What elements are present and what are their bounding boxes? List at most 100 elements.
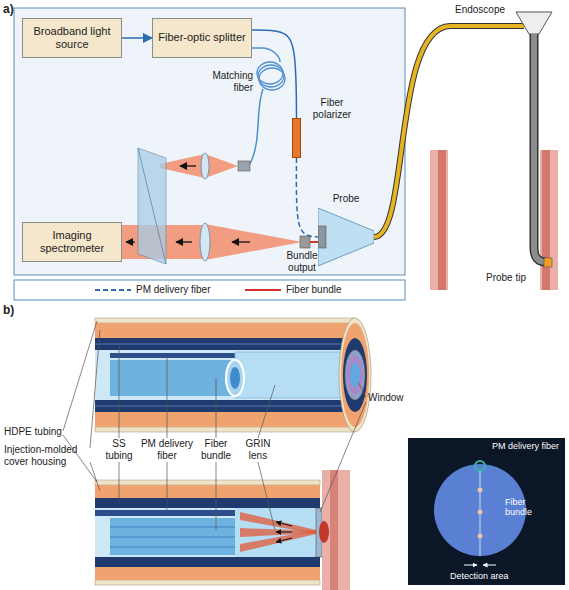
- leader-line: [258, 385, 275, 438]
- leader-line: [90, 330, 100, 448]
- tissue-layer: [438, 150, 446, 290]
- light-beam: [205, 154, 238, 178]
- part-label: Window: [368, 392, 404, 404]
- leader-line: [90, 462, 100, 491]
- legend-label: Fiber bundle: [286, 284, 342, 295]
- part-label: HDPE tubing: [4, 426, 62, 438]
- photo-label: PM delivery fiber: [492, 441, 562, 451]
- probe-cable: [374, 26, 524, 237]
- spectrometer-box: Imaging spectrometer: [22, 222, 122, 262]
- probe-housing: Probe: [318, 208, 374, 266]
- ray-arrow: [276, 522, 292, 526]
- dimension-arrow: [464, 565, 477, 566]
- bundle-connector: [300, 236, 310, 248]
- window-ring: [347, 356, 363, 394]
- ss-stripe: [95, 344, 355, 345]
- photo-label: Detection area: [450, 571, 509, 581]
- fiber-coil: [259, 68, 285, 90]
- probe-body: [318, 208, 374, 266]
- tube-end: [341, 323, 369, 427]
- panel-letter: a): [3, 3, 14, 17]
- leader-line: [119, 344, 120, 438]
- ray-arrow: [276, 538, 292, 542]
- fiber-connector: [238, 161, 250, 171]
- beam-arrow: [232, 241, 250, 242]
- leader-line: [320, 402, 366, 512]
- grin-lens: [235, 508, 316, 557]
- bundle-face: [226, 360, 244, 396]
- ss-tubing: [95, 498, 320, 508]
- probe-shape: [318, 208, 374, 266]
- panel-frame: [14, 8, 405, 275]
- detection-dot: [478, 488, 483, 493]
- legend-sample: [95, 284, 131, 296]
- tissue-wall: [540, 150, 558, 290]
- leader-line: [216, 462, 217, 530]
- cover-housing: [95, 485, 320, 498]
- node-label: Broadband light source: [26, 25, 118, 51]
- probe-connector: [318, 226, 326, 248]
- grin-lens: [235, 352, 355, 398]
- light-source-box: Broadband light source: [22, 18, 122, 58]
- beam-splitter-face: [138, 148, 166, 264]
- tube-end: [343, 338, 367, 412]
- tissue-layer: [542, 150, 550, 290]
- part-label: Fiber bundle: [196, 438, 236, 461]
- leader-line: [258, 462, 275, 530]
- lens: [200, 223, 210, 261]
- leader-line: [63, 321, 97, 431]
- pm-fiber-dashed: [296, 158, 318, 237]
- lens: [201, 153, 209, 179]
- part-label: SS tubing: [100, 438, 138, 461]
- photo-inset: [408, 438, 565, 585]
- hdpe-tubing: [95, 480, 320, 485]
- leader-line: [358, 382, 366, 397]
- tissue-layer: [330, 470, 338, 590]
- beam-arrow: [176, 241, 192, 242]
- pm-fiber-line: [252, 30, 297, 118]
- node-label: Probe: [326, 193, 366, 205]
- cover-housing: [95, 412, 355, 427]
- endoscope-handle: [516, 12, 552, 34]
- legend-label: PM delivery fiber: [136, 284, 210, 295]
- lesion: [319, 521, 329, 543]
- dimension-arrow: [483, 565, 496, 566]
- splitter-box: Fiber-optic splitter: [152, 18, 252, 58]
- tube-end: [339, 318, 371, 432]
- leader-line: [119, 462, 120, 503]
- endoscope-shaft: [534, 34, 546, 262]
- hdpe-tubing: [95, 580, 320, 585]
- ray-arrow: [276, 532, 292, 533]
- cover-housing: [95, 567, 320, 580]
- hdpe-tubing: [95, 427, 355, 432]
- light-beam: [160, 154, 205, 178]
- tube-interior: [95, 350, 355, 400]
- beam-arrow: [126, 241, 135, 242]
- part-label: Bundle output: [280, 250, 324, 273]
- panel-letter: b): [3, 304, 14, 318]
- part-label: PM delivery fiber: [138, 438, 196, 461]
- beam-splitter: [138, 148, 166, 264]
- probe-cable: [374, 26, 524, 237]
- endoscope-shaft: [534, 34, 546, 262]
- ss-tubing: [95, 338, 355, 350]
- ss-tubing: [95, 557, 320, 567]
- pm-fiber: [95, 510, 235, 516]
- leader-line: [167, 356, 168, 438]
- cover-housing: [95, 323, 355, 338]
- fiber-arrow: [122, 37, 152, 39]
- ss-stripe: [95, 406, 355, 407]
- matching-fiber: [250, 89, 263, 164]
- node-label: Imaging spectrometer: [26, 229, 118, 255]
- legend-frame: [14, 280, 405, 300]
- legend-sample: [245, 284, 281, 296]
- photo-label: Fiber bundle: [505, 497, 555, 518]
- fiber-core-image: [475, 461, 485, 471]
- window: [345, 350, 365, 400]
- part-label: GRIN lens: [238, 438, 278, 461]
- leader-line: [167, 462, 168, 513]
- tissue-wall: [430, 150, 448, 290]
- detection-dot: [478, 534, 483, 539]
- node-label: Fiber polarizer: [306, 97, 358, 120]
